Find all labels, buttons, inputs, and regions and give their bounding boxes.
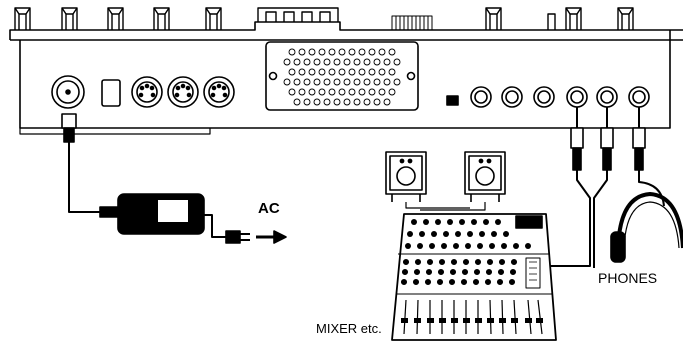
arrow-right-icon	[256, 230, 287, 244]
phones-socket	[628, 86, 650, 108]
output-r-socket	[596, 86, 618, 108]
jack-socket	[533, 86, 555, 108]
dc-cable	[68, 142, 100, 213]
mixer-label: MIXER etc.	[316, 321, 382, 336]
knob-icon	[153, 7, 170, 30]
top-knobs	[14, 7, 634, 30]
vent-plate	[265, 41, 419, 111]
knob-icon	[617, 7, 634, 30]
speaker-right-icon	[464, 151, 506, 202]
dc-in-jack	[51, 75, 85, 109]
output-l-cable	[548, 170, 591, 267]
speaker-left-icon	[385, 151, 427, 202]
output-l-plug	[570, 107, 584, 171]
midi-out-socket	[167, 76, 199, 108]
knob-icon	[547, 13, 556, 30]
ac-label: AC	[258, 200, 280, 217]
knob-icon	[565, 7, 582, 30]
knob-icon	[485, 7, 502, 30]
speaker-cables	[405, 202, 486, 211]
knob-icon	[14, 7, 31, 30]
slider-knob-icon	[257, 7, 339, 22]
knob-icon	[61, 7, 78, 30]
midi-thru-socket	[203, 76, 235, 108]
phones-label: PHONES	[598, 270, 658, 286]
jack-socket	[470, 86, 492, 108]
knob-icon	[205, 7, 222, 30]
power-switch	[101, 79, 121, 107]
ac-cable	[204, 214, 232, 238]
headphones-icon	[610, 192, 683, 263]
adapter-icon	[99, 193, 205, 235]
wheel-icon	[391, 15, 433, 30]
output-r-plug	[600, 107, 614, 171]
phones-cable	[638, 170, 665, 207]
dc-plug	[61, 113, 77, 143]
midi-in-socket	[131, 76, 163, 108]
output-l-socket	[566, 86, 588, 108]
ac-plug-icon	[225, 230, 250, 244]
knob-icon	[107, 7, 124, 30]
mixer-icon	[391, 213, 557, 341]
rear-panel	[9, 21, 683, 135]
output-r-cable	[593, 170, 608, 268]
small-switch	[446, 95, 459, 106]
jack-socket	[501, 86, 523, 108]
phones-plug	[632, 107, 646, 171]
